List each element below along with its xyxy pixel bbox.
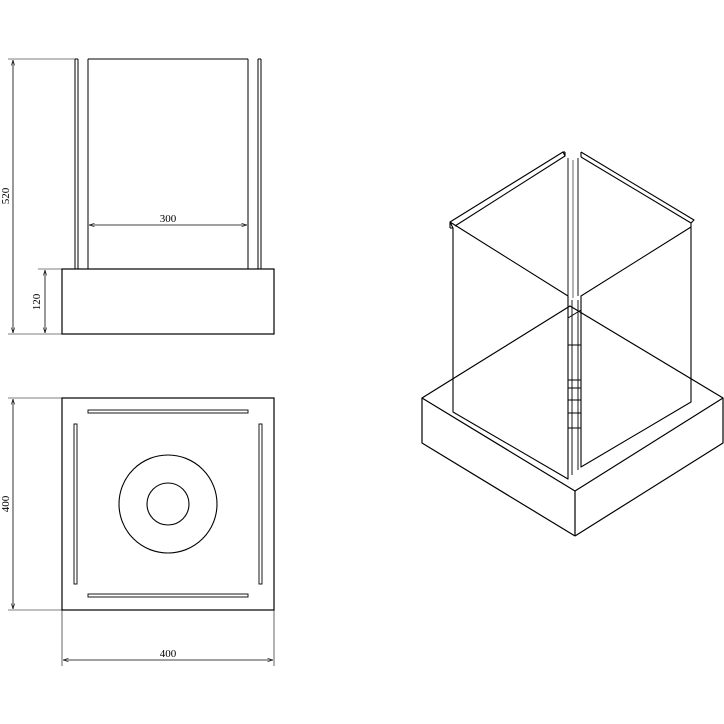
dimension-depth-label: 400 [0, 495, 12, 512]
dimension-width-label: 400 [160, 648, 177, 660]
top-plan-view: 400 400 [0, 397, 275, 666]
dimension-glass-width: 300 [89, 213, 247, 225]
top-outline [61, 397, 275, 611]
iso-burner-detail [567, 309, 582, 429]
top-slot-east [258, 423, 263, 585]
burner-outer-ring [118, 454, 218, 554]
isometric-view [421, 151, 724, 537]
burner-inner-ring [146, 482, 190, 526]
dimension-base-height: 120 [31, 268, 62, 333]
dimension-glass-width-label: 300 [160, 213, 177, 225]
top-slot-west [73, 423, 78, 585]
front-base [61, 268, 275, 335]
dimension-depth: 400 [0, 397, 62, 611]
dimension-total-height-label: 520 [0, 187, 12, 204]
front-glass-panels [74, 58, 262, 269]
dimension-base-height-label: 120 [31, 293, 43, 310]
iso-glass-panels [449, 151, 695, 480]
front-elevation-view: 300 520 120 [0, 58, 275, 335]
dimension-width: 400 [61, 610, 275, 666]
iso-base [421, 305, 724, 537]
top-slot-south [87, 593, 249, 598]
top-slot-north [87, 409, 249, 414]
dimension-total-height: 520 [0, 58, 75, 335]
